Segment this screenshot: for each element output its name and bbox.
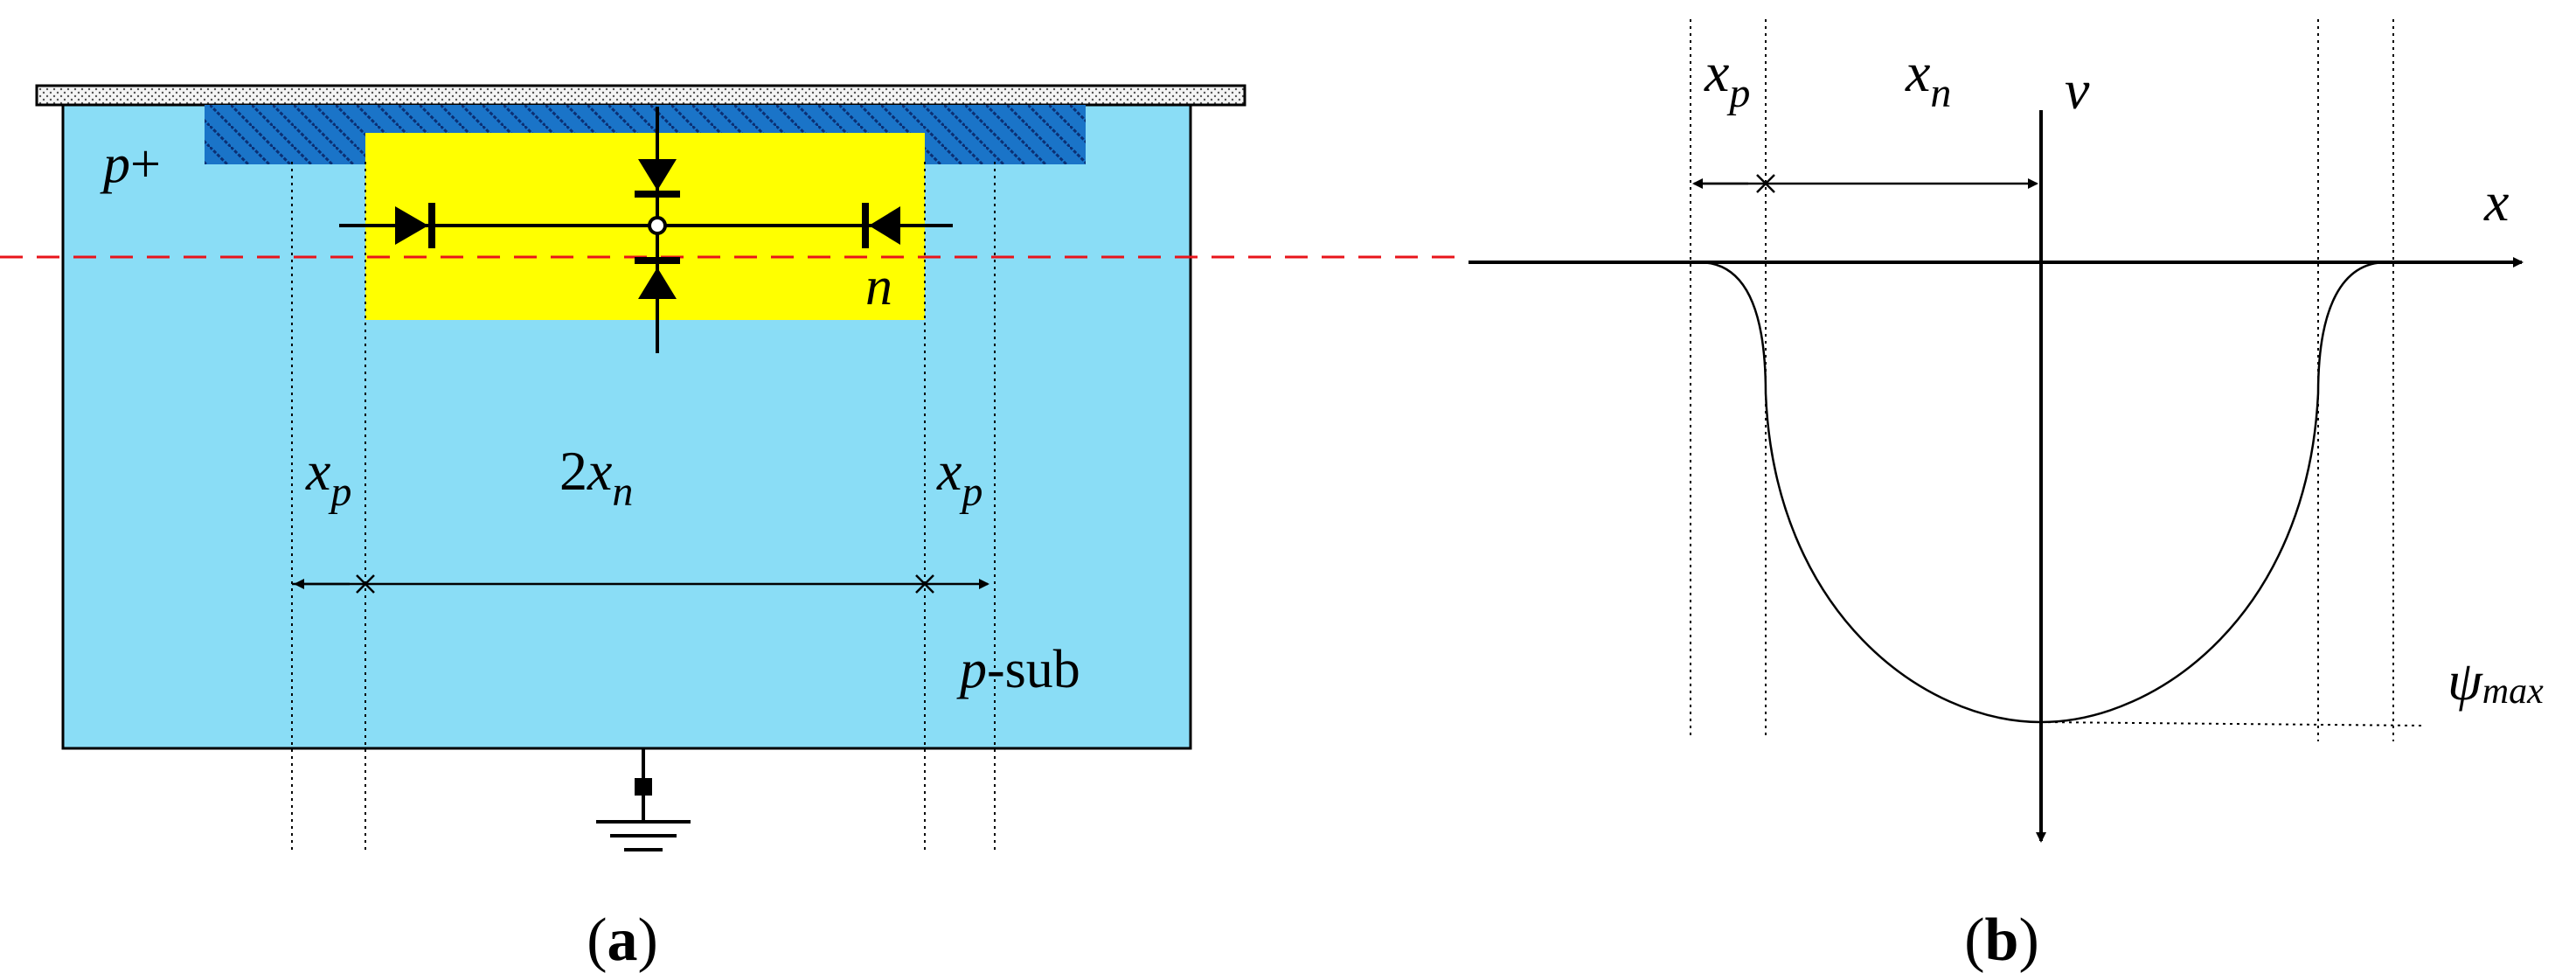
tick-418	[356, 574, 375, 594]
guide-lines-a	[291, 162, 996, 852]
label-x-axis: x	[2483, 170, 2509, 233]
guide-lines-b	[1690, 19, 2422, 741]
label-xp-left: xp	[305, 440, 351, 515]
label-p-plus: p+	[100, 135, 161, 194]
ground-contact	[635, 778, 652, 796]
diode-bottom	[638, 268, 677, 299]
diode-left	[395, 206, 428, 245]
label-xp-b: xp	[1704, 41, 1750, 116]
caption-a: (a)	[587, 907, 658, 974]
diode-top	[638, 159, 677, 191]
caption-b: (b)	[1964, 907, 2039, 974]
label-xn-b: xn	[1905, 41, 1951, 116]
label-xp-right: xp	[936, 440, 982, 515]
ground-symbol	[596, 748, 691, 851]
diode-right	[869, 206, 900, 245]
potential-curve	[1698, 261, 2387, 724]
guide-b-psi	[2040, 721, 2422, 726]
label-n-region: n	[865, 257, 892, 316]
diode-junction-node	[648, 216, 667, 235]
tick-1058	[915, 574, 934, 594]
dimension-markers-a	[292, 574, 989, 594]
diode-network	[339, 107, 953, 353]
tick-b	[1756, 174, 1775, 193]
panel-a: p+ n xp 2xn xp p-sub (a)	[0, 84, 1458, 974]
label-v-axis: v	[2065, 59, 2090, 121]
dimension-markers-b	[1692, 174, 2038, 193]
label-2xn: 2xn	[559, 440, 633, 515]
panel-b: xp xn v x ψmax (b)	[1469, 19, 2544, 974]
label-psi-max: ψmax	[2448, 650, 2544, 712]
label-p-sub: p-sub	[956, 640, 1080, 699]
gate-layer	[35, 84, 1246, 107]
